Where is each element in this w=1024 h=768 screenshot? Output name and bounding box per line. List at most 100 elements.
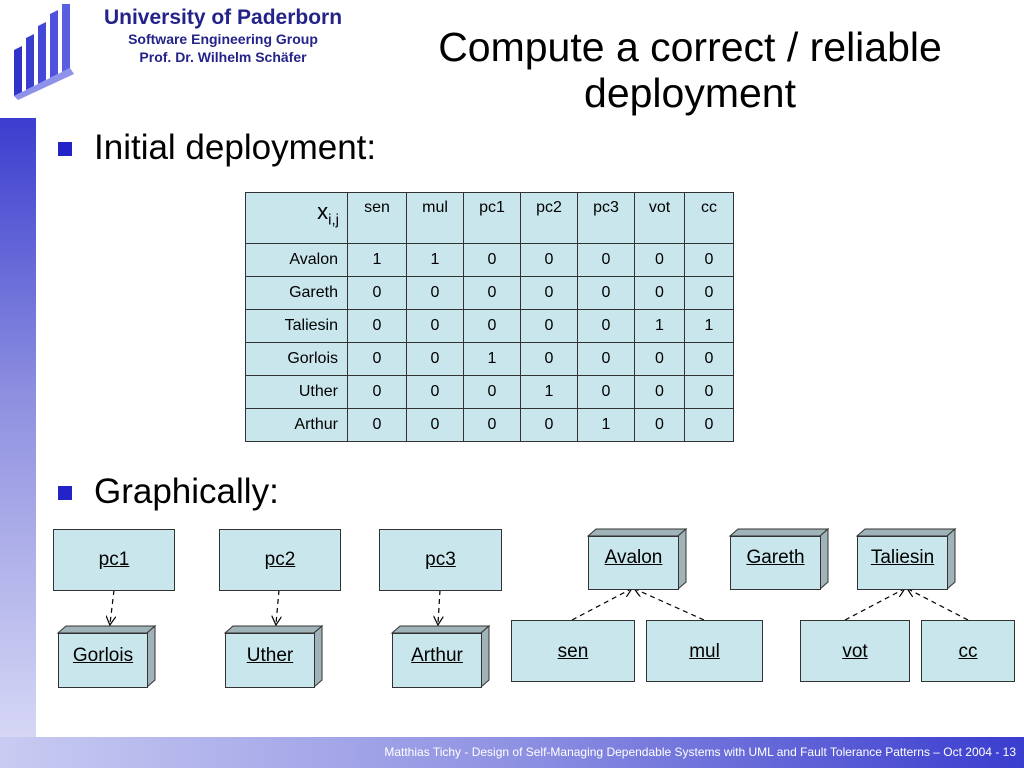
- table-cell: 0: [406, 375, 464, 409]
- table-cell: 0: [684, 375, 734, 409]
- table-cell: 0: [684, 276, 734, 310]
- node-uther: Uther: [225, 633, 315, 688]
- component-label: vot: [842, 641, 868, 662]
- table-cell: 1: [684, 309, 734, 343]
- table-cell: 0: [684, 243, 734, 277]
- row-label: Uther: [245, 375, 348, 409]
- table-cell: 1: [577, 408, 635, 442]
- university-header: University of Paderborn Software Enginee…: [78, 6, 368, 66]
- node-taliesin: Taliesin: [857, 536, 948, 590]
- footer-bar: [0, 737, 1024, 768]
- table-cell: 1: [406, 243, 464, 277]
- table-cell: 1: [463, 342, 521, 376]
- component-label: mul: [689, 641, 720, 662]
- component-vot: vot: [800, 620, 910, 682]
- node-label: Arthur: [411, 645, 463, 666]
- table-cell: 1: [347, 243, 407, 277]
- table-row: Avalon 1 1 0 0 0 0 0: [245, 243, 734, 277]
- row-label: Avalon: [245, 243, 348, 277]
- column-header: pc2: [520, 192, 578, 244]
- table-cell: 0: [347, 276, 407, 310]
- table-header-row: xi,j sen mul pc1 pc2 pc3 vot cc: [245, 192, 734, 244]
- column-header: sen: [347, 192, 407, 244]
- node-label: Uther: [246, 645, 294, 666]
- node-label: Gareth: [746, 547, 805, 568]
- row-label: Arthur: [245, 408, 348, 442]
- column-header: vot: [634, 192, 685, 244]
- component-mul: mul: [646, 620, 763, 682]
- table-cell: 0: [520, 408, 578, 442]
- table-cell: 0: [406, 408, 464, 442]
- footer-text: Matthias Tichy - Design of Self-Managing…: [384, 745, 1016, 759]
- table-cell: 0: [520, 309, 578, 343]
- table-cell: 0: [634, 408, 685, 442]
- node-gareth: Gareth: [730, 536, 821, 590]
- node-label: Avalon: [604, 547, 663, 568]
- table-cell: 0: [577, 342, 635, 376]
- component-pc3: pc3: [379, 529, 502, 591]
- table-cell: 0: [520, 243, 578, 277]
- table-cell: 0: [347, 408, 407, 442]
- component-cc: cc: [921, 620, 1015, 682]
- table-cell: 1: [520, 375, 578, 409]
- column-header: cc: [684, 192, 734, 244]
- node-label: Taliesin: [870, 547, 935, 568]
- row-label: Gorlois: [245, 342, 348, 376]
- node-label: Gorlois: [72, 645, 134, 666]
- table-cell: 0: [463, 276, 521, 310]
- university-logo-icon: [14, 4, 74, 100]
- component-label: pc2: [264, 549, 296, 570]
- component-label: sen: [557, 641, 589, 662]
- table-row: Arthur 0 0 0 0 1 0 0: [245, 408, 734, 442]
- table-row: Gorlois 0 0 1 0 0 0 0: [245, 342, 734, 376]
- table-cell: 0: [634, 243, 685, 277]
- group-name: Software Engineering Group: [128, 31, 318, 47]
- component-label: cc: [958, 641, 978, 662]
- component-pc2: pc2: [219, 529, 341, 591]
- table-cell: 0: [347, 309, 407, 343]
- component-label: pc3: [425, 549, 456, 570]
- table-cell: 0: [684, 342, 734, 376]
- dependency-arrows: [110, 589, 969, 624]
- bullet-text: Initial deployment:: [94, 128, 377, 167]
- bullet-square-icon: [58, 486, 72, 500]
- column-header: pc3: [577, 192, 635, 244]
- node-3d-sides: [56, 527, 957, 689]
- table-cell: 0: [577, 276, 635, 310]
- left-accent-bar: [0, 118, 36, 738]
- bullet-text: Graphically:: [94, 472, 279, 511]
- table-cell: 0: [520, 342, 578, 376]
- component-sen: sen: [511, 620, 635, 682]
- corner-subscript: i,j: [328, 211, 339, 229]
- node-avalon: Avalon: [588, 536, 679, 590]
- row-label: Taliesin: [245, 309, 348, 343]
- table-cell: 0: [520, 276, 578, 310]
- university-name: University of Paderborn: [103, 6, 343, 29]
- table-cell: 0: [684, 408, 734, 442]
- table-cell: 0: [406, 309, 464, 343]
- table-row: Gareth 0 0 0 0 0 0 0: [245, 276, 734, 310]
- component-pc1: pc1: [53, 529, 175, 591]
- table-row: Uther 0 0 0 1 0 0 0: [245, 375, 734, 409]
- column-header: mul: [406, 192, 464, 244]
- slide-title: Compute a correct / reliable deployment: [438, 24, 942, 116]
- table-cell: 0: [577, 309, 635, 343]
- table-cell: 0: [634, 276, 685, 310]
- column-header: pc1: [463, 192, 521, 244]
- table-cell: 0: [634, 375, 685, 409]
- node-arthur: Arthur: [392, 633, 482, 688]
- component-label: pc1: [98, 549, 130, 570]
- bullet-square-icon: [58, 142, 72, 156]
- deployment-table: xi,j sen mul pc1 pc2 pc3 vot cc Avalon 1…: [245, 192, 734, 442]
- table-cell: 0: [577, 375, 635, 409]
- professor-name: Prof. Dr. Wilhelm Schäfer: [139, 49, 307, 65]
- row-label: Gareth: [245, 276, 348, 310]
- node-gorlois: Gorlois: [58, 633, 148, 688]
- table-row: Taliesin 0 0 0 0 0 1 1: [245, 309, 734, 343]
- corner-label: x: [317, 199, 329, 224]
- table-cell: 0: [463, 309, 521, 343]
- table-cell: 0: [406, 276, 464, 310]
- table-cell: 0: [463, 408, 521, 442]
- table-cell: 0: [347, 375, 407, 409]
